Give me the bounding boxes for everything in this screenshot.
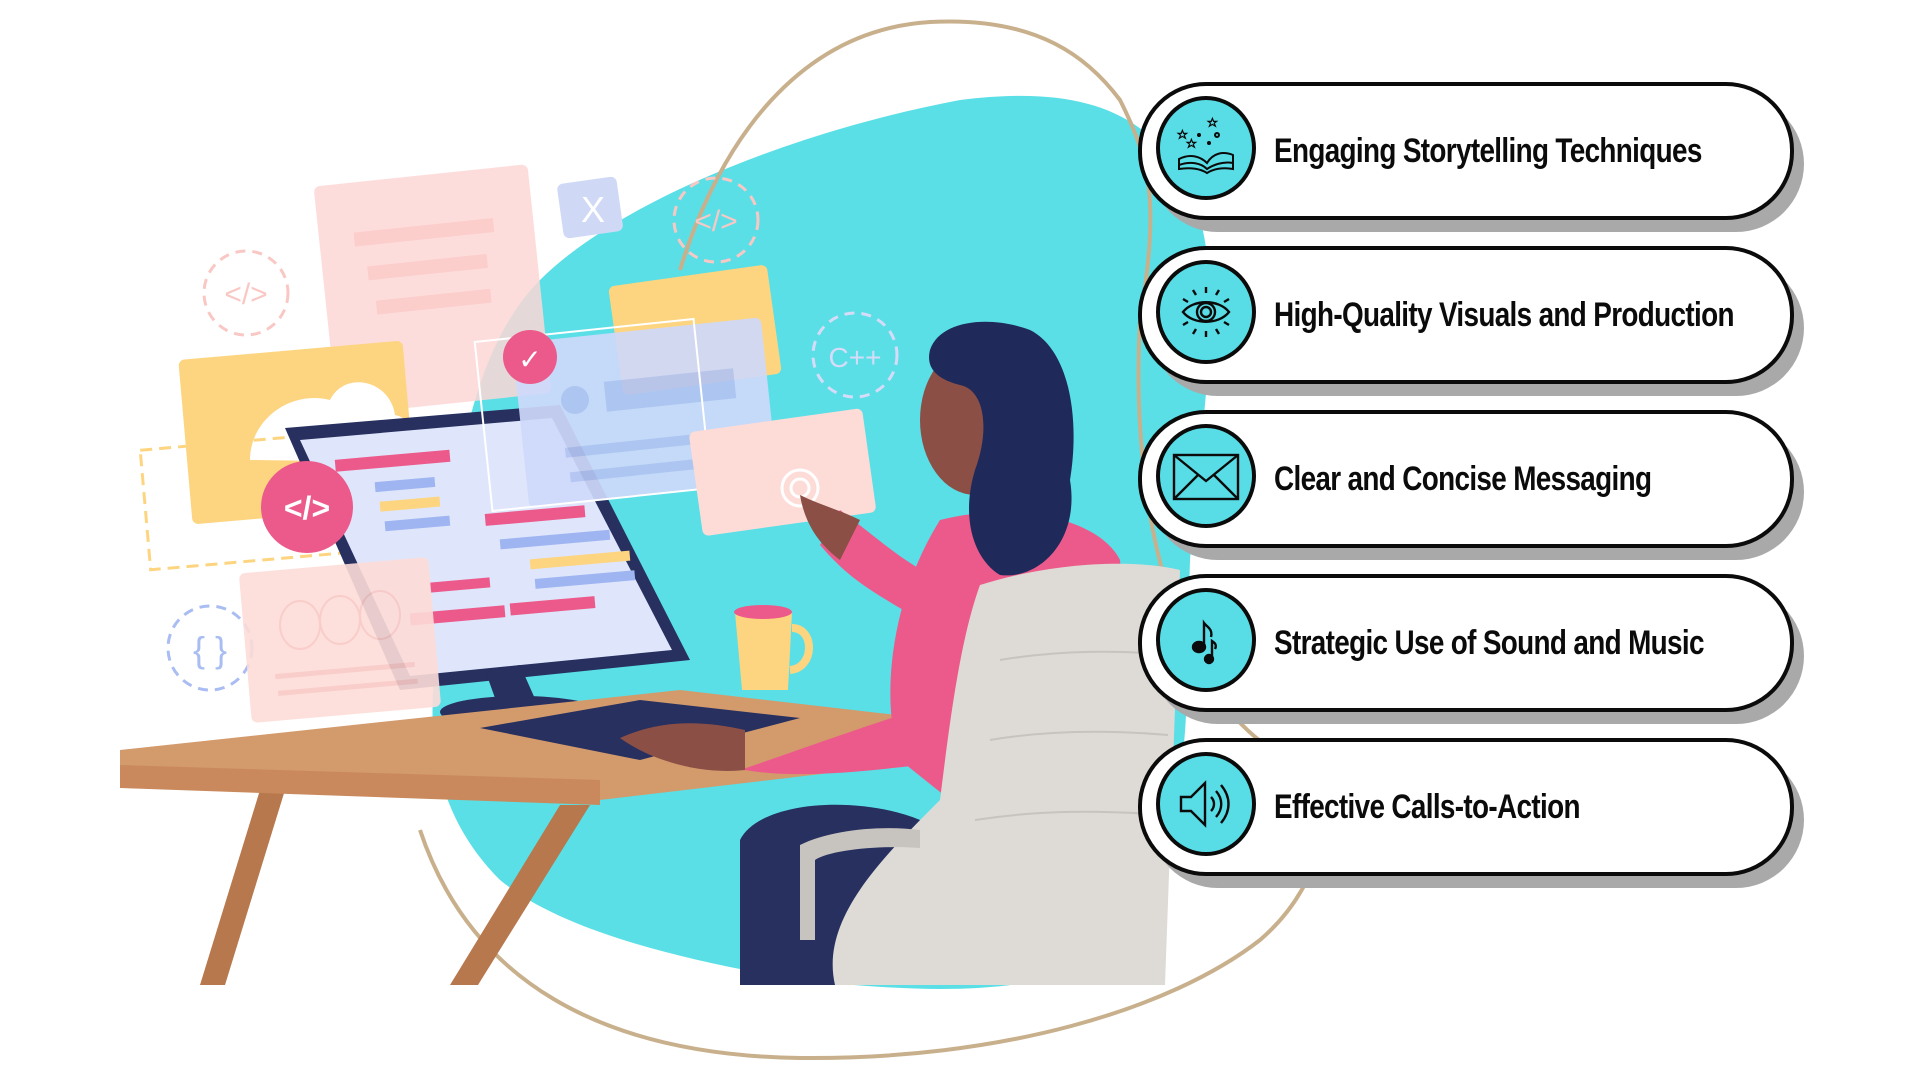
music-note-icon — [1156, 588, 1256, 692]
envelope-icon — [1156, 424, 1256, 528]
outline-frame — [473, 317, 713, 513]
svg-text:✓: ✓ — [518, 343, 541, 376]
svg-text:</>: </> — [284, 490, 330, 526]
dashed-code-circle-left — [202, 249, 290, 337]
svg-text:</>: </> — [694, 205, 737, 238]
eye-icon — [1156, 260, 1256, 364]
close-badge — [557, 176, 623, 239]
svg-text:</>: </> — [224, 278, 267, 311]
list-item-messaging: Clear and Concise Messaging — [1138, 410, 1804, 560]
speaker-icon — [1156, 752, 1256, 856]
close-x-text: X — [581, 189, 605, 230]
touch-card — [689, 408, 876, 536]
list-item-sound-music: Strategic Use of Sound and Music — [1138, 574, 1804, 724]
list-item-visuals: High-Quality Visuals and Production — [1138, 246, 1804, 396]
keyboard — [480, 700, 800, 760]
list-item-storytelling: Engaging Storytelling Techniques — [1138, 82, 1804, 232]
open-book-stars-icon — [1156, 96, 1256, 200]
item-label: High-Quality Visuals and Production — [1274, 295, 1734, 334]
coffee-mug — [734, 605, 813, 690]
item-label: Engaging Storytelling Techniques — [1274, 131, 1702, 170]
pink-bottom-card — [239, 557, 441, 723]
svg-text:{ }: { } — [193, 629, 227, 670]
svg-text:C++: C++ — [829, 342, 882, 373]
code-badge — [261, 461, 353, 553]
list-item-calls-to-action: Effective Calls-to-Action — [1138, 738, 1804, 888]
check-badge — [503, 330, 557, 384]
dashed-code-circle-top — [672, 176, 760, 264]
item-label: Effective Calls-to-Action — [1274, 787, 1580, 826]
item-label: Clear and Concise Messaging — [1274, 459, 1652, 498]
dashed-cpp-circle — [811, 311, 899, 399]
office-chair — [800, 563, 1180, 985]
item-label: Strategic Use of Sound and Music — [1274, 623, 1704, 662]
